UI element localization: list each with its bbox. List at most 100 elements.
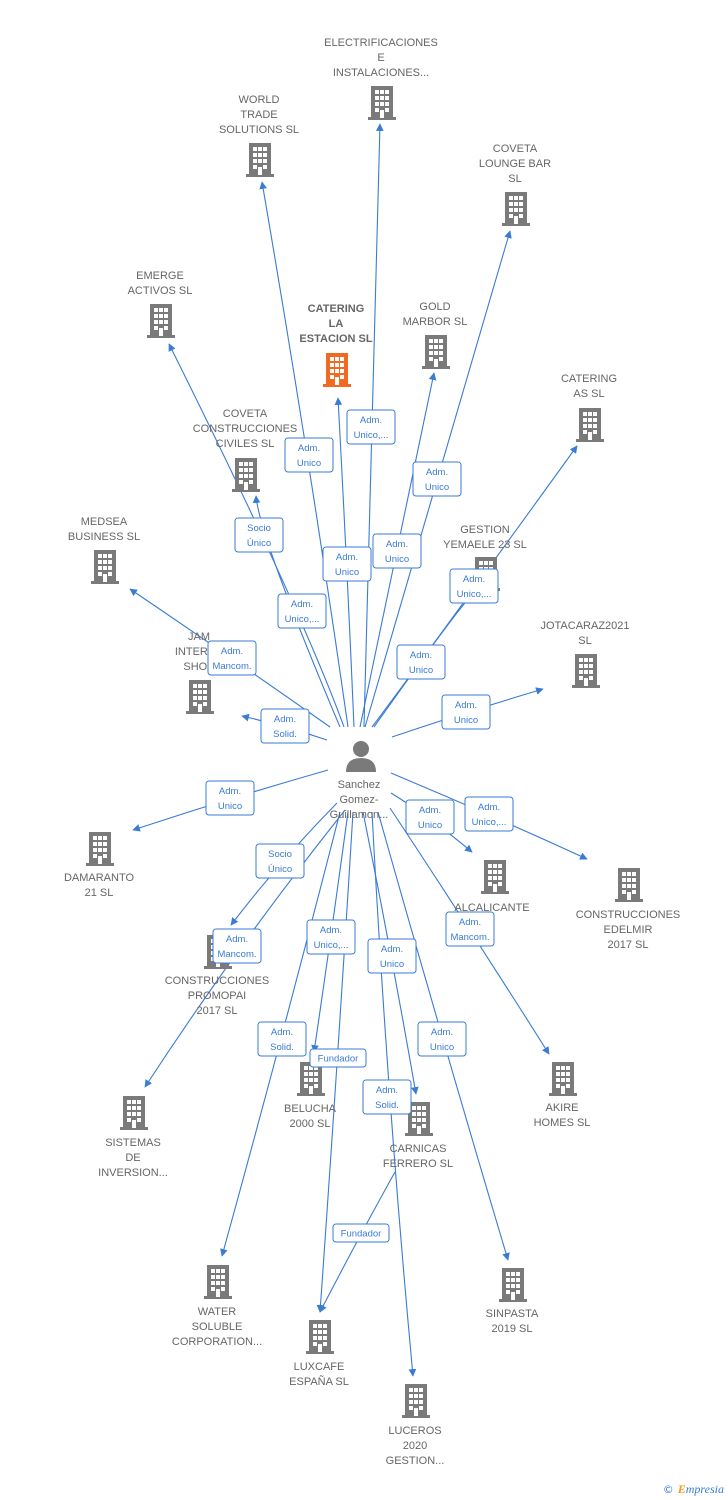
relation-text: Adm.Unico xyxy=(380,944,404,970)
relation-text: Adm.Unico,... xyxy=(314,925,349,951)
relation-text: Adm.Unico,... xyxy=(457,574,492,600)
relation-label-catering-la-estacion[interactable]: Adm.Unico xyxy=(322,546,372,582)
building-icon xyxy=(246,143,274,177)
relation-label-luceros[interactable]: Adm.Solid. xyxy=(362,1079,412,1115)
relation-label-jotacaraz[interactable]: Adm.Unico xyxy=(441,694,491,730)
relation-label-construcciones-edelmir[interactable]: Adm.Unico,... xyxy=(464,796,514,832)
relation-text: Adm.Unico xyxy=(335,552,359,578)
relation-label-carnicas-ferrero[interactable]: Adm.Unico xyxy=(367,938,417,974)
relation-label-luxcafe[interactable]: Fundador xyxy=(309,1048,367,1068)
relation-text: Adm.Unico xyxy=(385,539,409,565)
relation-label-akire[interactable]: Adm.Mancom. xyxy=(445,911,495,947)
relation-box xyxy=(306,919,356,955)
relation-text: Adm.Unico,... xyxy=(285,599,320,625)
relation-text: Fundador xyxy=(318,1054,359,1065)
relation-box xyxy=(417,1021,467,1057)
building-icon xyxy=(120,1096,148,1130)
company-node-alcalicante[interactable]: ALCALICANTE xyxy=(454,860,530,914)
relation-labels-layer: Adm.Unico,...Adm.UnicoAdm.UnicoAdm.Unico… xyxy=(205,409,514,1243)
relation-box xyxy=(255,843,305,879)
brand-initial: E xyxy=(677,1482,686,1496)
relation-label-luxcafe[interactable]: Fundador xyxy=(332,1223,390,1243)
relation-label-jam[interactable]: Adm.Solid. xyxy=(260,708,310,744)
relation-label-gold-marbor[interactable]: Adm.Unico xyxy=(372,533,422,569)
relation-label-medsea[interactable]: Adm.Mancom. xyxy=(207,640,257,676)
copyright-credit[interactable]: ©Empresia xyxy=(663,1482,724,1497)
building-icon xyxy=(615,868,643,902)
relation-label-water-soluble[interactable]: Adm.Solid. xyxy=(257,1021,307,1057)
relation-label-coveta-lounge[interactable]: Adm.Unico xyxy=(412,461,462,497)
relation-box xyxy=(396,644,446,680)
relation-box xyxy=(234,517,284,553)
building-icon xyxy=(499,1268,527,1302)
relation-text: Adm.Unico xyxy=(218,786,242,812)
relation-label-emerge[interactable]: Adm.Unico,... xyxy=(277,593,327,629)
relation-box xyxy=(332,1223,390,1243)
relation-text: Adm.Unico,... xyxy=(354,415,389,441)
relation-label-sinpasta[interactable]: Adm.Unico xyxy=(417,1021,467,1057)
relation-label-world-trade[interactable]: Adm.Unico xyxy=(284,437,334,473)
relation-text: Adm.Mancom. xyxy=(217,934,256,960)
relation-label-electrificaciones[interactable]: Adm.Unico,... xyxy=(346,409,396,445)
edge-person-to-emerge xyxy=(168,343,345,728)
relation-label-catering-as[interactable]: Adm.Unico xyxy=(396,644,446,680)
relation-label-sistemas[interactable]: Adm.Mancom. xyxy=(212,928,262,964)
relation-label-gestion-yemaele[interactable]: Adm.Unico,... xyxy=(449,568,499,604)
relation-box xyxy=(449,568,499,604)
relation-text: Adm.Unico xyxy=(425,467,449,493)
relation-label-belucha[interactable]: Adm.Unico,... xyxy=(306,919,356,955)
relation-text: Adm.Unico,... xyxy=(472,802,507,828)
relation-box xyxy=(205,780,255,816)
relation-box xyxy=(207,640,257,676)
relation-box xyxy=(362,1079,412,1115)
relation-box xyxy=(367,938,417,974)
relation-box xyxy=(412,461,462,497)
relation-box xyxy=(372,533,422,569)
relation-text: Adm.Unico xyxy=(454,700,478,726)
relation-label-damaranto[interactable]: Adm.Unico xyxy=(205,780,255,816)
relation-label-alcalicante[interactable]: Adm.Unico xyxy=(405,799,455,835)
relation-box xyxy=(212,928,262,964)
relation-box xyxy=(445,911,495,947)
relation-text: Adm.Unico xyxy=(297,443,321,469)
